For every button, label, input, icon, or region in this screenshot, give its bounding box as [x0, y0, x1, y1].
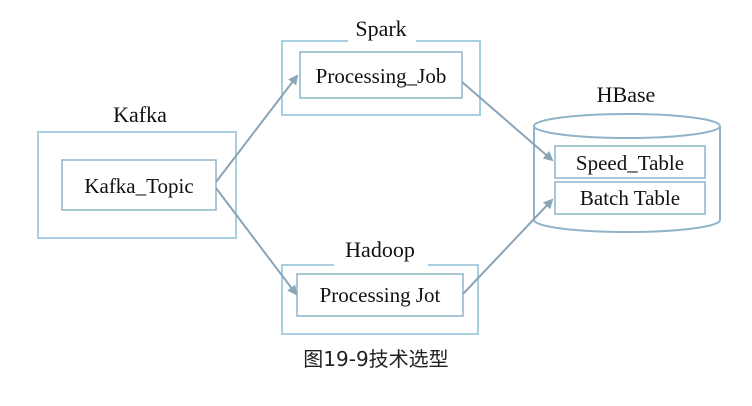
hbase-group: HBase Speed_Table Batch Table	[533, 82, 721, 233]
hadoop-group: Hadoop Processing Jot	[281, 237, 479, 335]
edge-spark-to-speed-table	[461, 81, 554, 162]
kafka-topic-box	[61, 159, 217, 211]
kafka-outer-box	[37, 131, 237, 239]
batch-table-label: Batch Table	[580, 186, 680, 210]
figure-caption: 图19-9技术选型	[303, 347, 448, 371]
spark-label-backdrop	[348, 32, 416, 48]
kafka-topic-label: Kafka_Topic	[84, 174, 193, 198]
speed-table-label: Speed_Table	[576, 151, 684, 175]
hbase-group-label: HBase	[597, 82, 656, 107]
edge-hadoop-to-batch-table	[462, 198, 554, 295]
hadoop-label-backdrop	[334, 254, 428, 270]
batch-table-box	[554, 181, 706, 215]
spark-group: Spark Processing_Job	[281, 16, 481, 116]
hadoop-group-label: Hadoop	[345, 237, 415, 262]
spark-job-label: Processing_Job	[316, 64, 447, 88]
edge-kafka-to-spark	[215, 74, 299, 183]
edges	[215, 74, 554, 296]
kafka-group: Kafka Kafka_Topic	[37, 102, 237, 239]
spark-job-box	[299, 51, 463, 99]
hbase-cylinder-body	[533, 126, 721, 233]
kafka-group-label: Kafka	[113, 102, 167, 127]
speed-table-box	[554, 145, 706, 179]
edge-kafka-to-hadoop	[215, 187, 298, 296]
hadoop-job-box	[296, 273, 464, 317]
hadoop-job-label: Processing Jot	[320, 283, 441, 307]
hbase-cylinder-top	[533, 113, 721, 139]
spark-group-label: Spark	[355, 16, 406, 41]
